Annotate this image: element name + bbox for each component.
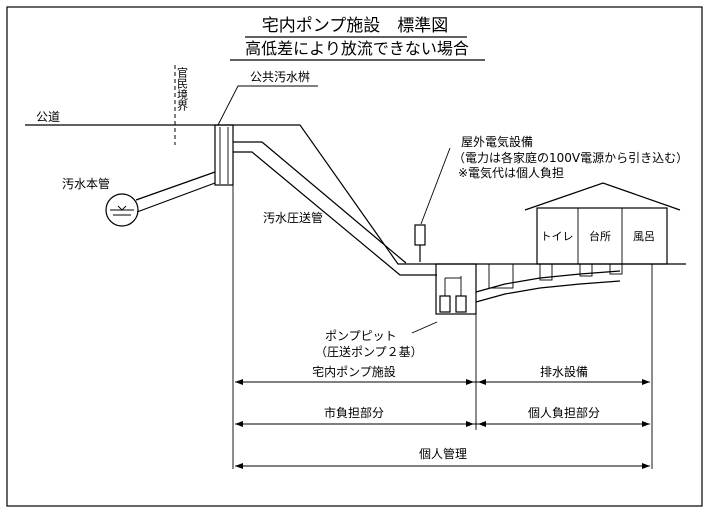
- arrow-head: [478, 421, 486, 427]
- dimension-pump-facility: 宅内ポンプ施設: [312, 364, 396, 379]
- arrow-head: [466, 421, 474, 427]
- public-manhole: [214, 124, 234, 186]
- dimension-drainage: 排水設備: [540, 364, 588, 379]
- dimension-personal-management: 個人管理: [419, 446, 467, 461]
- pump-1: [439, 295, 451, 313]
- title-main: 宅内ポンプ施設 標準図: [262, 16, 449, 36]
- main-sewer-label: 汚水本管: [62, 176, 110, 191]
- dimension-personal-burden: 個人負担部分: [528, 405, 600, 420]
- drain-basin-1: [488, 263, 514, 289]
- electric-note-power: （電力は各家庭の100V電源から引き込む）: [453, 150, 688, 165]
- house-body: [536, 207, 668, 265]
- electric-leader: [420, 147, 451, 225]
- title-sub: 高低差により放流できない場合: [245, 39, 469, 58]
- diagram-border: [6, 6, 703, 507]
- arrow-head: [466, 379, 474, 385]
- pressure-pipe-outer: [233, 141, 407, 264]
- arrow-head: [235, 421, 243, 427]
- boundary-label: 官民境界: [176, 66, 189, 112]
- pressure-pipe-label: 汚水圧送管: [263, 210, 323, 225]
- connection-pipe-top: [135, 171, 216, 201]
- arrow-head: [642, 421, 650, 427]
- pump-pit-leader: [411, 321, 438, 334]
- pump-2: [455, 295, 467, 313]
- arrow-head: [478, 379, 486, 385]
- room-bath-label: 風呂: [633, 230, 655, 243]
- dimension-city-burden: 市負担部分: [324, 405, 384, 420]
- public-manhole-label: 公共汚水桝: [250, 69, 310, 84]
- electric-title: 屋外電気設備: [461, 134, 533, 149]
- arrow-head: [235, 463, 243, 469]
- room-toilet-label: トイレ: [541, 230, 574, 243]
- drain-trap-3: [609, 263, 623, 275]
- room-kitchen-label: 台所: [589, 229, 611, 243]
- pump-pit-label: ポンプピット: [325, 329, 397, 343]
- arrow-head: [235, 379, 243, 385]
- house-roof: [524, 182, 681, 211]
- drain-pipe-top: [475, 270, 621, 293]
- main-sewer-pipe: [105, 193, 139, 227]
- electric-note-cost: ※電気代は個人負担: [458, 165, 564, 180]
- slope-ground: [299, 124, 415, 265]
- main-sewer-water-mark: [117, 205, 127, 211]
- connection-pipe-bottom: [136, 182, 216, 213]
- drain-pipe-bottom: [475, 280, 621, 303]
- electric-box: [414, 224, 426, 246]
- road-label: 公道: [36, 110, 60, 124]
- arrow-head: [642, 379, 650, 385]
- manhole-leader: [217, 85, 318, 126]
- arrow-head: [642, 463, 650, 469]
- pressure-pipe-inner: [233, 151, 437, 276]
- pump-pit-note: （圧送ポンプ２基）: [315, 344, 423, 359]
